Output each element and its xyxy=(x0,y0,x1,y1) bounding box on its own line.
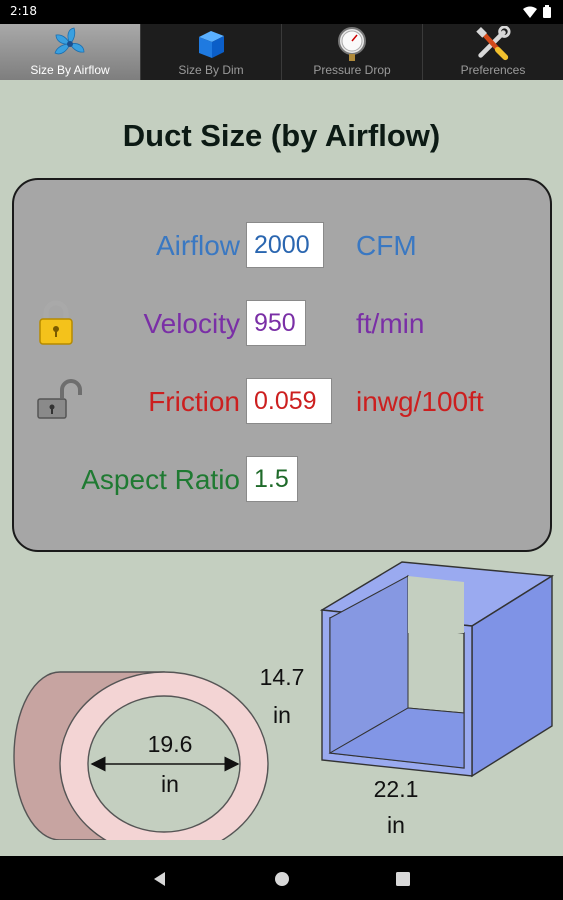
velocity-label: Velocity xyxy=(143,308,241,339)
recents-icon[interactable] xyxy=(393,869,413,889)
aspect-ratio-label: Aspect Ratio xyxy=(81,464,240,495)
friction-unit: inwg/100ft xyxy=(356,386,484,417)
page-title: Duct Size (by Airflow) xyxy=(122,118,441,153)
friction-input[interactable]: 0.059 xyxy=(246,378,332,424)
aspect-ratio-row: Aspect Ratio 1.5 xyxy=(14,456,554,506)
system-nav-bar xyxy=(0,856,563,900)
rect-duct-diagram xyxy=(319,561,555,778)
airflow-input[interactable]: 2000 xyxy=(246,222,324,268)
rect-height-value: 14.7 xyxy=(259,664,305,690)
rect-width-unit: in xyxy=(387,812,405,838)
status-time: 2:18 xyxy=(10,4,37,18)
tab-label: Preferences xyxy=(460,63,526,77)
tab-size-by-dim[interactable]: Size By Dim xyxy=(141,24,282,80)
friction-label: Friction xyxy=(148,386,240,417)
round-diameter-value: 19.6 xyxy=(147,731,193,757)
battery-icon xyxy=(543,5,551,18)
wifi-icon xyxy=(523,6,537,18)
aspect-ratio-input[interactable]: 1.5 xyxy=(246,456,298,502)
tab-pressure-drop[interactable]: Pressure Drop xyxy=(282,24,423,80)
velocity-row: Velocity 950 ft/min xyxy=(14,300,554,350)
status-bar: 2:18 xyxy=(0,0,563,24)
status-icons xyxy=(523,5,551,18)
airflow-unit: CFM xyxy=(356,230,417,261)
rect-height-unit: in xyxy=(273,702,291,728)
back-icon[interactable] xyxy=(150,869,170,889)
unlock-icon[interactable] xyxy=(36,378,82,426)
tab-preferences[interactable]: Preferences xyxy=(423,24,563,80)
airflow-row: Airflow 2000 CFM xyxy=(14,222,554,272)
cube-icon xyxy=(193,26,229,62)
gauge-icon xyxy=(334,26,370,62)
input-panel: Airflow 2000 CFM Velocity 950 ft/min Fri… xyxy=(12,178,552,552)
lock-icon[interactable] xyxy=(36,300,76,348)
home-icon[interactable] xyxy=(272,869,292,889)
round-duct-diagram xyxy=(13,671,269,840)
tools-icon xyxy=(475,26,511,62)
round-diameter-unit: in xyxy=(161,771,179,797)
airflow-label: Airflow xyxy=(155,230,240,261)
tab-bar: Size By Airflow Size By Dim Pressure Dro… xyxy=(0,24,563,80)
velocity-unit: ft/min xyxy=(356,308,425,339)
tab-label: Size By Dim xyxy=(178,63,244,77)
tab-size-by-airflow[interactable]: Size By Airflow xyxy=(0,24,141,80)
friction-row: Friction 0.059 inwg/100ft xyxy=(14,378,554,428)
tab-label: Pressure Drop xyxy=(313,63,391,77)
rect-width-value: 22.1 xyxy=(373,776,419,802)
tab-label: Size By Airflow xyxy=(30,63,110,77)
fan-icon xyxy=(52,26,88,62)
velocity-input[interactable]: 950 xyxy=(246,300,306,346)
